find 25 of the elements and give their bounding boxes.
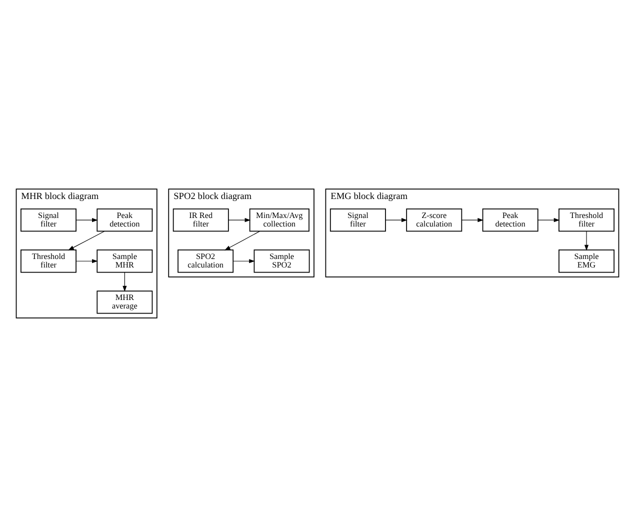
arrow [462, 218, 484, 222]
arrow [584, 231, 589, 251]
arrow [76, 259, 98, 264]
arrow [385, 218, 408, 222]
arrow [224, 230, 260, 250]
node-box: MHR average [96, 290, 153, 314]
arrow [232, 259, 255, 264]
node-box: SPO2 calculation [178, 250, 234, 273]
node-box: Sample SPO2 [254, 250, 310, 273]
node-box: Sample MHR [96, 250, 153, 273]
node-box: Min/Max/Avg collection [249, 208, 310, 232]
node-box: Z-score calculation [406, 208, 462, 232]
node-box: Signal filter [330, 208, 386, 232]
node-box: Signal filter [20, 208, 76, 232]
node-box: IR Red filter [172, 208, 229, 232]
node-box: Threshold filter [20, 250, 76, 273]
node-box: Sample EMG [558, 250, 614, 273]
arrow [122, 272, 127, 292]
arrow [76, 218, 98, 222]
node-box: Peak detection [96, 208, 153, 232]
arrow [538, 218, 560, 222]
node-box: Peak detection [482, 208, 538, 232]
arrow [68, 230, 105, 250]
arrow [228, 218, 251, 222]
node-box: Threshold filter [558, 208, 614, 232]
